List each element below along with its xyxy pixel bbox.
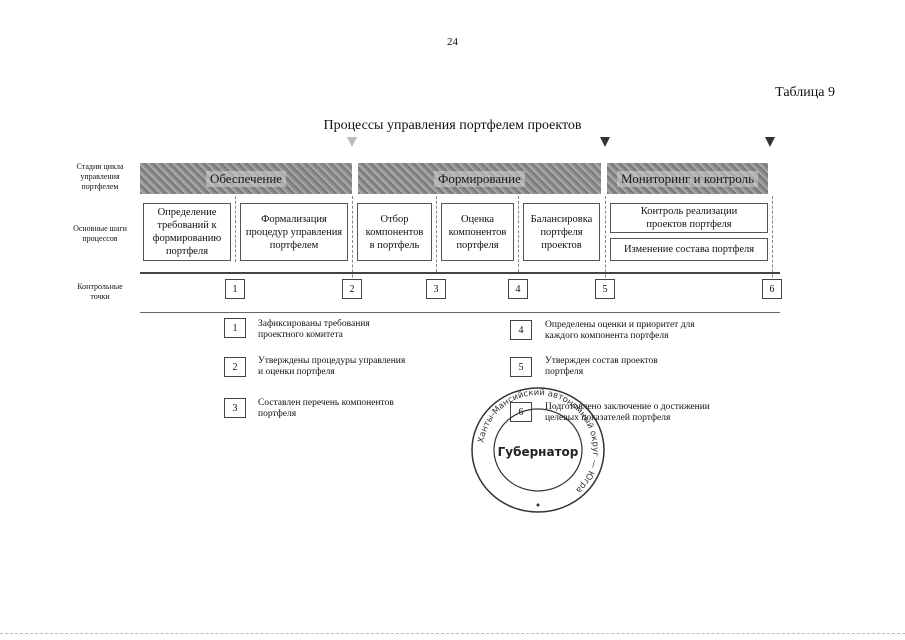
table-label: Таблица 9: [775, 85, 835, 100]
legend-line: Утверждены процедуры управления: [258, 356, 406, 366]
legend-box-5: 5: [510, 357, 532, 377]
legend-text-4: Определены оценки и приоритет для каждог…: [545, 320, 695, 342]
stage-label: Обеспечение: [205, 170, 287, 187]
legend-box-1: 1: [224, 318, 246, 338]
legend-line: Утвержден состав проектов: [545, 356, 658, 366]
stage-label: Мониторинг и контроль: [616, 170, 759, 187]
step-line: Отбор: [380, 213, 409, 225]
stage-formation: Формирование: [358, 163, 601, 194]
legend-line: проектного комитета: [258, 330, 343, 340]
checkpoint-1: 1: [225, 279, 245, 299]
row-label-line: точки: [90, 292, 110, 301]
stage-label: Формирование: [434, 170, 525, 187]
legend-box-3: 3: [224, 398, 246, 418]
separator: [352, 196, 353, 292]
row-label-stages: Стадии цикла управления портфелем: [68, 162, 132, 192]
page-number: 24: [447, 36, 458, 48]
step-line: Изменение состава портфеля: [623, 244, 755, 255]
legend-text-5: Утвержден состав проектов портфеля: [545, 356, 658, 378]
row-label-line: процессов: [82, 234, 118, 243]
separator: [518, 196, 519, 272]
stage-marker: [600, 137, 610, 147]
legend-line: и оценки портфеля: [258, 367, 335, 377]
row-label-line: Основные шаги: [73, 224, 127, 233]
seal-dot: [536, 503, 540, 507]
step-line: портфеля: [540, 226, 583, 238]
row-label-line: управления: [80, 172, 120, 181]
separator: [772, 196, 773, 292]
stage-marker: [347, 137, 357, 147]
step-line: проектов: [541, 239, 582, 251]
scan-edge: [0, 633, 905, 634]
step-line: процедур управления: [245, 226, 343, 238]
checkpoint-4: 4: [508, 279, 528, 299]
legend-line: портфеля: [258, 409, 297, 419]
step-requirements: Определение требований к формированию по…: [143, 203, 231, 261]
governor-seal: Ханты-Мансийский автономный округ — Югра…: [471, 387, 605, 513]
checkpoint-2: 2: [342, 279, 362, 299]
stage-marker: [765, 137, 775, 147]
step-line: Формализация: [261, 213, 327, 225]
legend-line: целевых показателей портфеля: [545, 413, 671, 423]
legend-text-6: Подготовлено заключение о достижении цел…: [545, 402, 710, 424]
stage-provision: Обеспечение: [140, 163, 352, 194]
legend-text-3: Составлен перечень компонентов портфеля: [258, 398, 394, 420]
checkpoint-6: 6: [762, 279, 782, 299]
separator: [436, 196, 437, 272]
step-line: компонентов: [448, 226, 507, 238]
step-line: в портфель: [369, 239, 420, 251]
step-line: Определение: [157, 207, 217, 218]
step-line: портфеля: [165, 246, 209, 257]
step-selection: Отбор компонентов в портфель: [357, 203, 432, 261]
legend-line: портфеля: [545, 367, 584, 377]
legend-line: Подготовлено заключение о достижении: [545, 402, 710, 412]
legend-line: Составлен перечень компонентов: [258, 398, 394, 408]
legend-divider: [140, 312, 780, 313]
step-change-composition: Изменение состава портфеля: [610, 238, 768, 261]
step-control: Контроль реализации проектов портфеля: [610, 203, 768, 233]
seal-inner-ring: [493, 408, 583, 492]
step-line: требований к: [157, 220, 217, 231]
separator: [235, 196, 236, 262]
step-line: портфеля: [456, 239, 499, 251]
step-line: Контроль реализации: [640, 206, 738, 217]
legend-line: каждого компонента портфеля: [545, 331, 669, 341]
stage-band: Обеспечение Формирование Мониторинг и ко…: [140, 163, 768, 194]
legend-text-2: Утверждены процедуры управления и оценки…: [258, 356, 405, 378]
row-label-line: портфелем: [81, 182, 119, 191]
legend-line: Определены оценки и приоритет для: [545, 320, 695, 330]
step-line: проектов портфеля: [646, 219, 732, 230]
steps-baseline: [140, 272, 780, 274]
diagram-title: Процессы управления портфелем проектов: [323, 118, 582, 133]
step-formalization: Формализация процедур управления портфел…: [240, 203, 348, 261]
seal-outer-ring: [471, 387, 605, 513]
step-balancing: Балансировка портфеля проектов: [523, 203, 600, 261]
legend-box-4: 4: [510, 320, 532, 340]
legend-text-1: Зафиксированы требования проектного коми…: [258, 319, 370, 341]
step-line: формированию: [152, 233, 222, 244]
row-label-steps: Основные шаги процессов: [68, 224, 132, 244]
row-label-line: Стадии цикла: [76, 162, 124, 171]
stage-monitoring: Мониторинг и контроль: [607, 163, 768, 194]
checkpoint-3: 3: [426, 279, 446, 299]
row-label-checkpoints: Контрольные точки: [68, 282, 132, 302]
seal-center-text: Губернатор: [498, 445, 579, 459]
legend-box-2: 2: [224, 357, 246, 377]
legend-line: Зафиксированы требования: [258, 319, 370, 329]
step-line: Оценка: [460, 213, 495, 225]
step-line: портфелем: [269, 239, 319, 251]
separator: [605, 196, 606, 292]
step-line: компонентов: [365, 226, 424, 238]
row-label-line: Контрольные: [77, 282, 123, 291]
checkpoint-5: 5: [595, 279, 615, 299]
step-line: Балансировка: [530, 213, 593, 225]
step-evaluation: Оценка компонентов портфеля: [441, 203, 514, 261]
